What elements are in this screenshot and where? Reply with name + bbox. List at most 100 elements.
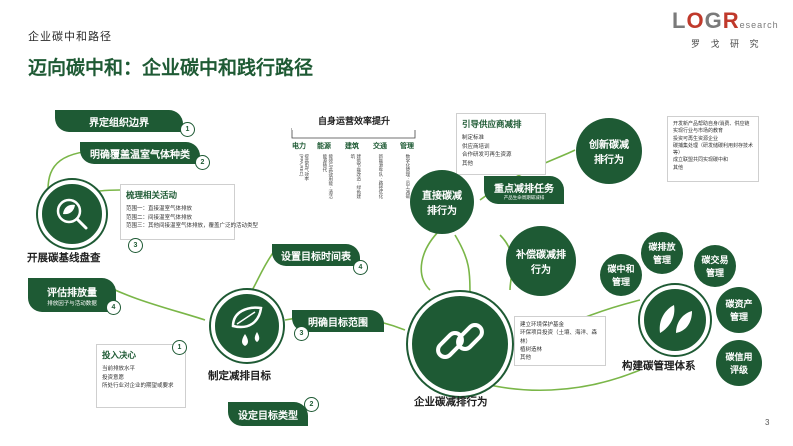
innovation-line: 投资可再生资源企业 xyxy=(673,135,719,142)
mgmt-center-circle xyxy=(640,285,710,355)
step-number-3b: 3 xyxy=(294,326,309,341)
supply-box-title: 引导供应商减排 xyxy=(462,119,522,129)
supply-line: 其他 xyxy=(462,160,474,167)
step-number-1b: 1 xyxy=(172,340,187,355)
step-number-2b: 2 xyxy=(304,397,319,412)
innovation-line: 成立联盟共同实现碳中和 xyxy=(673,157,729,164)
mgmt-asset-label: 碳资产管理 xyxy=(725,299,753,322)
connector-5 xyxy=(454,234,471,301)
resolve-line: 所处行业对企业的期望或要求 xyxy=(102,383,174,390)
supply-line: 合作研发可再生资源 xyxy=(462,152,512,159)
mgmt-title: 构建碳管理体系 xyxy=(622,360,696,372)
chain-link-icon xyxy=(436,323,484,359)
leaf-drop-icon xyxy=(231,306,263,346)
direct-circle[interactable]: 直接碳减排行为 xyxy=(410,170,474,234)
step-number-4: 4 xyxy=(106,300,121,315)
step-timeline[interactable]: 设置目标时间表 xyxy=(272,244,360,266)
step-target-type[interactable]: 设定目标类型 xyxy=(228,402,308,426)
step-emission-assess[interactable]: 评估排放量 排放因子与活动数据 xyxy=(28,278,116,312)
ops-col-head-power: 电力 xyxy=(292,143,306,150)
connector-11 xyxy=(420,229,441,291)
innovation-line: 其他 xyxy=(673,164,684,171)
magnifier-leaf-icon xyxy=(56,198,88,230)
mgmt-asset[interactable]: 碳资产管理 xyxy=(716,287,762,333)
ops-title: 自身运营效率提升 xyxy=(292,112,416,130)
ops-col-head-building: 建筑 xyxy=(345,143,359,150)
activity-line: 范围三：其他间接温室气体排放，覆盖广泛的活动类型 xyxy=(126,223,259,230)
step-scope-label: 明确目标范围 xyxy=(308,317,368,329)
direct-title: 直接碳减排行为 xyxy=(422,191,462,217)
mgmt-neutral[interactable]: 碳中和管理 xyxy=(600,254,642,296)
step-emission-label: 评估排放量 xyxy=(47,287,97,299)
ops-col-head-energy: 能源 xyxy=(317,143,331,150)
innovation-box: 开发新产品帮助自身/消费、供应链实现行业与市场的教育 投资可再生资源企业 碳捕集… xyxy=(667,116,759,182)
mgmt-credit[interactable]: 碳信用评级 xyxy=(716,340,762,386)
step-scope[interactable]: 明确目标范围 xyxy=(292,310,384,332)
key-task[interactable]: 重点减排任务 产品生命周期碳减排 xyxy=(484,176,564,204)
offset-line: 植树造林 xyxy=(520,346,543,353)
supply-line: 供应商培训 xyxy=(462,143,490,150)
activity-box-title: 梳理相关活动 xyxy=(126,190,178,200)
step-number-1: 1 xyxy=(180,122,195,137)
activity-line: 范围一：直接温室气体排放 xyxy=(126,206,193,213)
logo-letter-o: O xyxy=(686,8,705,33)
resolve-line: 投资意愿 xyxy=(102,374,125,381)
ops-col-text: 提高电气效率 (PPA,REC) xyxy=(298,154,310,181)
mgmt-emission-label: 碳排放管理 xyxy=(648,242,676,265)
target-circle xyxy=(211,290,283,362)
offset-title: 补偿碳减排行为 xyxy=(516,250,566,276)
center-circle xyxy=(408,292,512,396)
innovation-line: 碳捕集处理（研发储碳利用封存技术等） xyxy=(673,142,754,156)
activity-box: 梳理相关活动 范围一：直接温室气体排放 范围二：间接温室气体排放 范围三：其他间… xyxy=(120,184,259,240)
resolve-line: 当前排放水平 xyxy=(102,366,136,373)
activity-line: 范围二：间接温室气体排放 xyxy=(126,214,193,221)
supply-box: 引导供应商减排 制定标准 供应商培训 合作研发可再生资源 其他 xyxy=(456,113,546,175)
step-ghg-types-label: 明确覆盖温室气体种类 xyxy=(90,149,190,161)
ops-col-text: 数字化管理 · 员工减碳 xyxy=(405,154,411,199)
ops-col-text: 建筑节能改造 · 绿色建筑 xyxy=(350,154,362,199)
offset-box: 建立环境保护基金 环保项目投资（土壤、海洋、森林） 植树造林 其他 xyxy=(514,316,606,366)
innovation-circle[interactable]: 创新碳减排行为 xyxy=(576,118,642,184)
ops-bracket xyxy=(291,128,416,139)
ops-col-head-transport: 交通 xyxy=(373,143,387,150)
step-org-boundary[interactable]: 界定组织边界 xyxy=(55,110,183,132)
step-target-type-label: 设定目标类型 xyxy=(238,410,298,422)
step-number-4b: 4 xyxy=(353,260,368,275)
baseline-title: 开展碳基线盘查 xyxy=(27,252,101,264)
step-org-boundary-label: 界定组织边界 xyxy=(89,117,149,129)
step-timeline-label: 设置目标时间表 xyxy=(281,251,351,263)
logo-subtitle: 罗 戈 研 究 xyxy=(691,39,763,49)
page-number: 3 xyxy=(765,418,770,427)
ops-col-head-management: 管理 xyxy=(400,143,414,150)
offset-line: 其他 xyxy=(520,355,532,361)
logo-letter-l: L xyxy=(672,8,687,33)
key-task-label: 重点减排任务 xyxy=(494,183,554,195)
step-emission-sub: 排放因子与活动数据 xyxy=(47,300,97,307)
center-title: 企业碳减排行为 xyxy=(414,396,488,408)
offset-line: 建立环境保护基金 xyxy=(520,322,565,328)
baseline-circle xyxy=(38,180,106,248)
offset-circle[interactable]: 补偿碳减排行为 xyxy=(506,226,576,296)
supply-line: 制定标准 xyxy=(462,135,485,142)
page-title: 迈向碳中和：企业碳中和践行路径 xyxy=(28,58,314,79)
logo-research: esearch xyxy=(739,20,779,30)
logo-letter-r: R xyxy=(722,8,740,33)
ops-col-text: 新能源车队 · 路径优化 xyxy=(378,154,384,199)
resolve-box: 投入决心 当前排放水平 投资意愿 所处行业对企业的期望或要求 xyxy=(96,344,186,408)
mgmt-neutral-label: 碳中和管理 xyxy=(607,264,635,287)
step-ghg-types[interactable]: 明确覆盖温室气体种类 xyxy=(80,142,200,164)
offset-line: 环保项目投资（土壤、海洋、森林） xyxy=(520,330,598,345)
mgmt-credit-label: 碳信用评级 xyxy=(725,352,753,375)
resolve-box-title: 投入决心 xyxy=(102,350,137,360)
innovation-line: 开发新产品帮助自身/消费、供应链实现行业与市场的教育 xyxy=(673,121,750,135)
logo-letter-g: G xyxy=(704,8,723,33)
mgmt-trading[interactable]: 碳交易管理 xyxy=(694,245,736,287)
logo: LOGResearch xyxy=(672,8,779,34)
mgmt-emission[interactable]: 碳排放管理 xyxy=(641,232,683,274)
target-title: 制定减排目标 xyxy=(208,370,271,382)
innovation-title: 创新碳减排行为 xyxy=(589,140,629,166)
step-number-3: 3 xyxy=(128,238,143,253)
step-number-2: 2 xyxy=(195,155,210,170)
ops-col-text: 能效与高效用能 · 清洁能源替代 xyxy=(322,154,334,199)
key-task-sub: 产品生命周期碳减排 xyxy=(503,194,545,200)
